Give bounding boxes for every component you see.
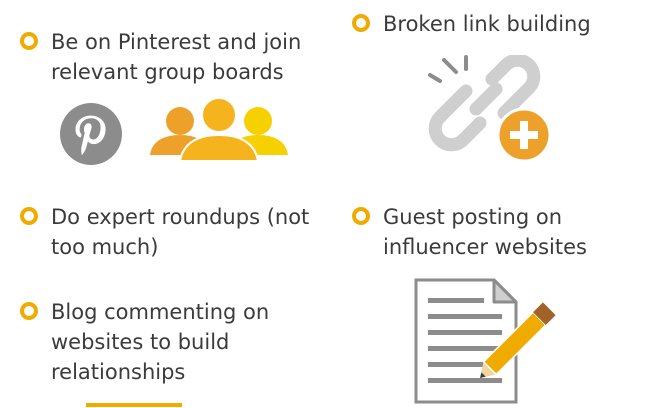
- circle-bullet-icon: [20, 32, 38, 50]
- circle-bullet-icon: [352, 14, 370, 32]
- list-item-broken-link: Broken link building: [352, 9, 591, 39]
- item-line: relevant group boards: [51, 60, 284, 84]
- list-item-blog-commenting: Blog commenting on websites to build rel…: [20, 297, 269, 387]
- group-people-icon: [150, 97, 288, 161]
- accent-bar: [86, 403, 182, 407]
- item-text: Broken link building: [383, 9, 591, 39]
- item-line: Do expert roundups (not: [51, 205, 310, 229]
- circle-bullet-icon: [20, 302, 38, 320]
- list-item-guest-posting: Guest posting on influencer websites: [352, 202, 587, 262]
- item-line: Guest posting on: [383, 205, 563, 229]
- item-line: Be on Pinterest and join: [51, 30, 302, 54]
- item-line: Broken link building: [383, 12, 591, 36]
- document-pencil-icon: [414, 278, 556, 404]
- item-text: Guest posting on influencer websites: [383, 202, 587, 262]
- item-line: influencer websites: [383, 235, 587, 259]
- broken-link-add-icon: [428, 55, 552, 163]
- list-item-pinterest: Be on Pinterest and join relevant group …: [20, 27, 301, 87]
- list-item-expert-roundups: Do expert roundups (not too much): [20, 202, 309, 262]
- circle-bullet-icon: [20, 207, 38, 225]
- circle-bullet-icon: [352, 207, 370, 225]
- item-line: relationships: [51, 360, 186, 384]
- item-text: Be on Pinterest and join relevant group …: [51, 27, 301, 87]
- item-text: Blog commenting on websites to build rel…: [51, 297, 269, 387]
- item-line: websites to build: [51, 330, 230, 354]
- pinterest-logo: [60, 103, 122, 165]
- item-text: Do expert roundups (not too much): [51, 202, 309, 262]
- item-line: too much): [51, 235, 159, 259]
- item-line: Blog commenting on: [51, 300, 270, 324]
